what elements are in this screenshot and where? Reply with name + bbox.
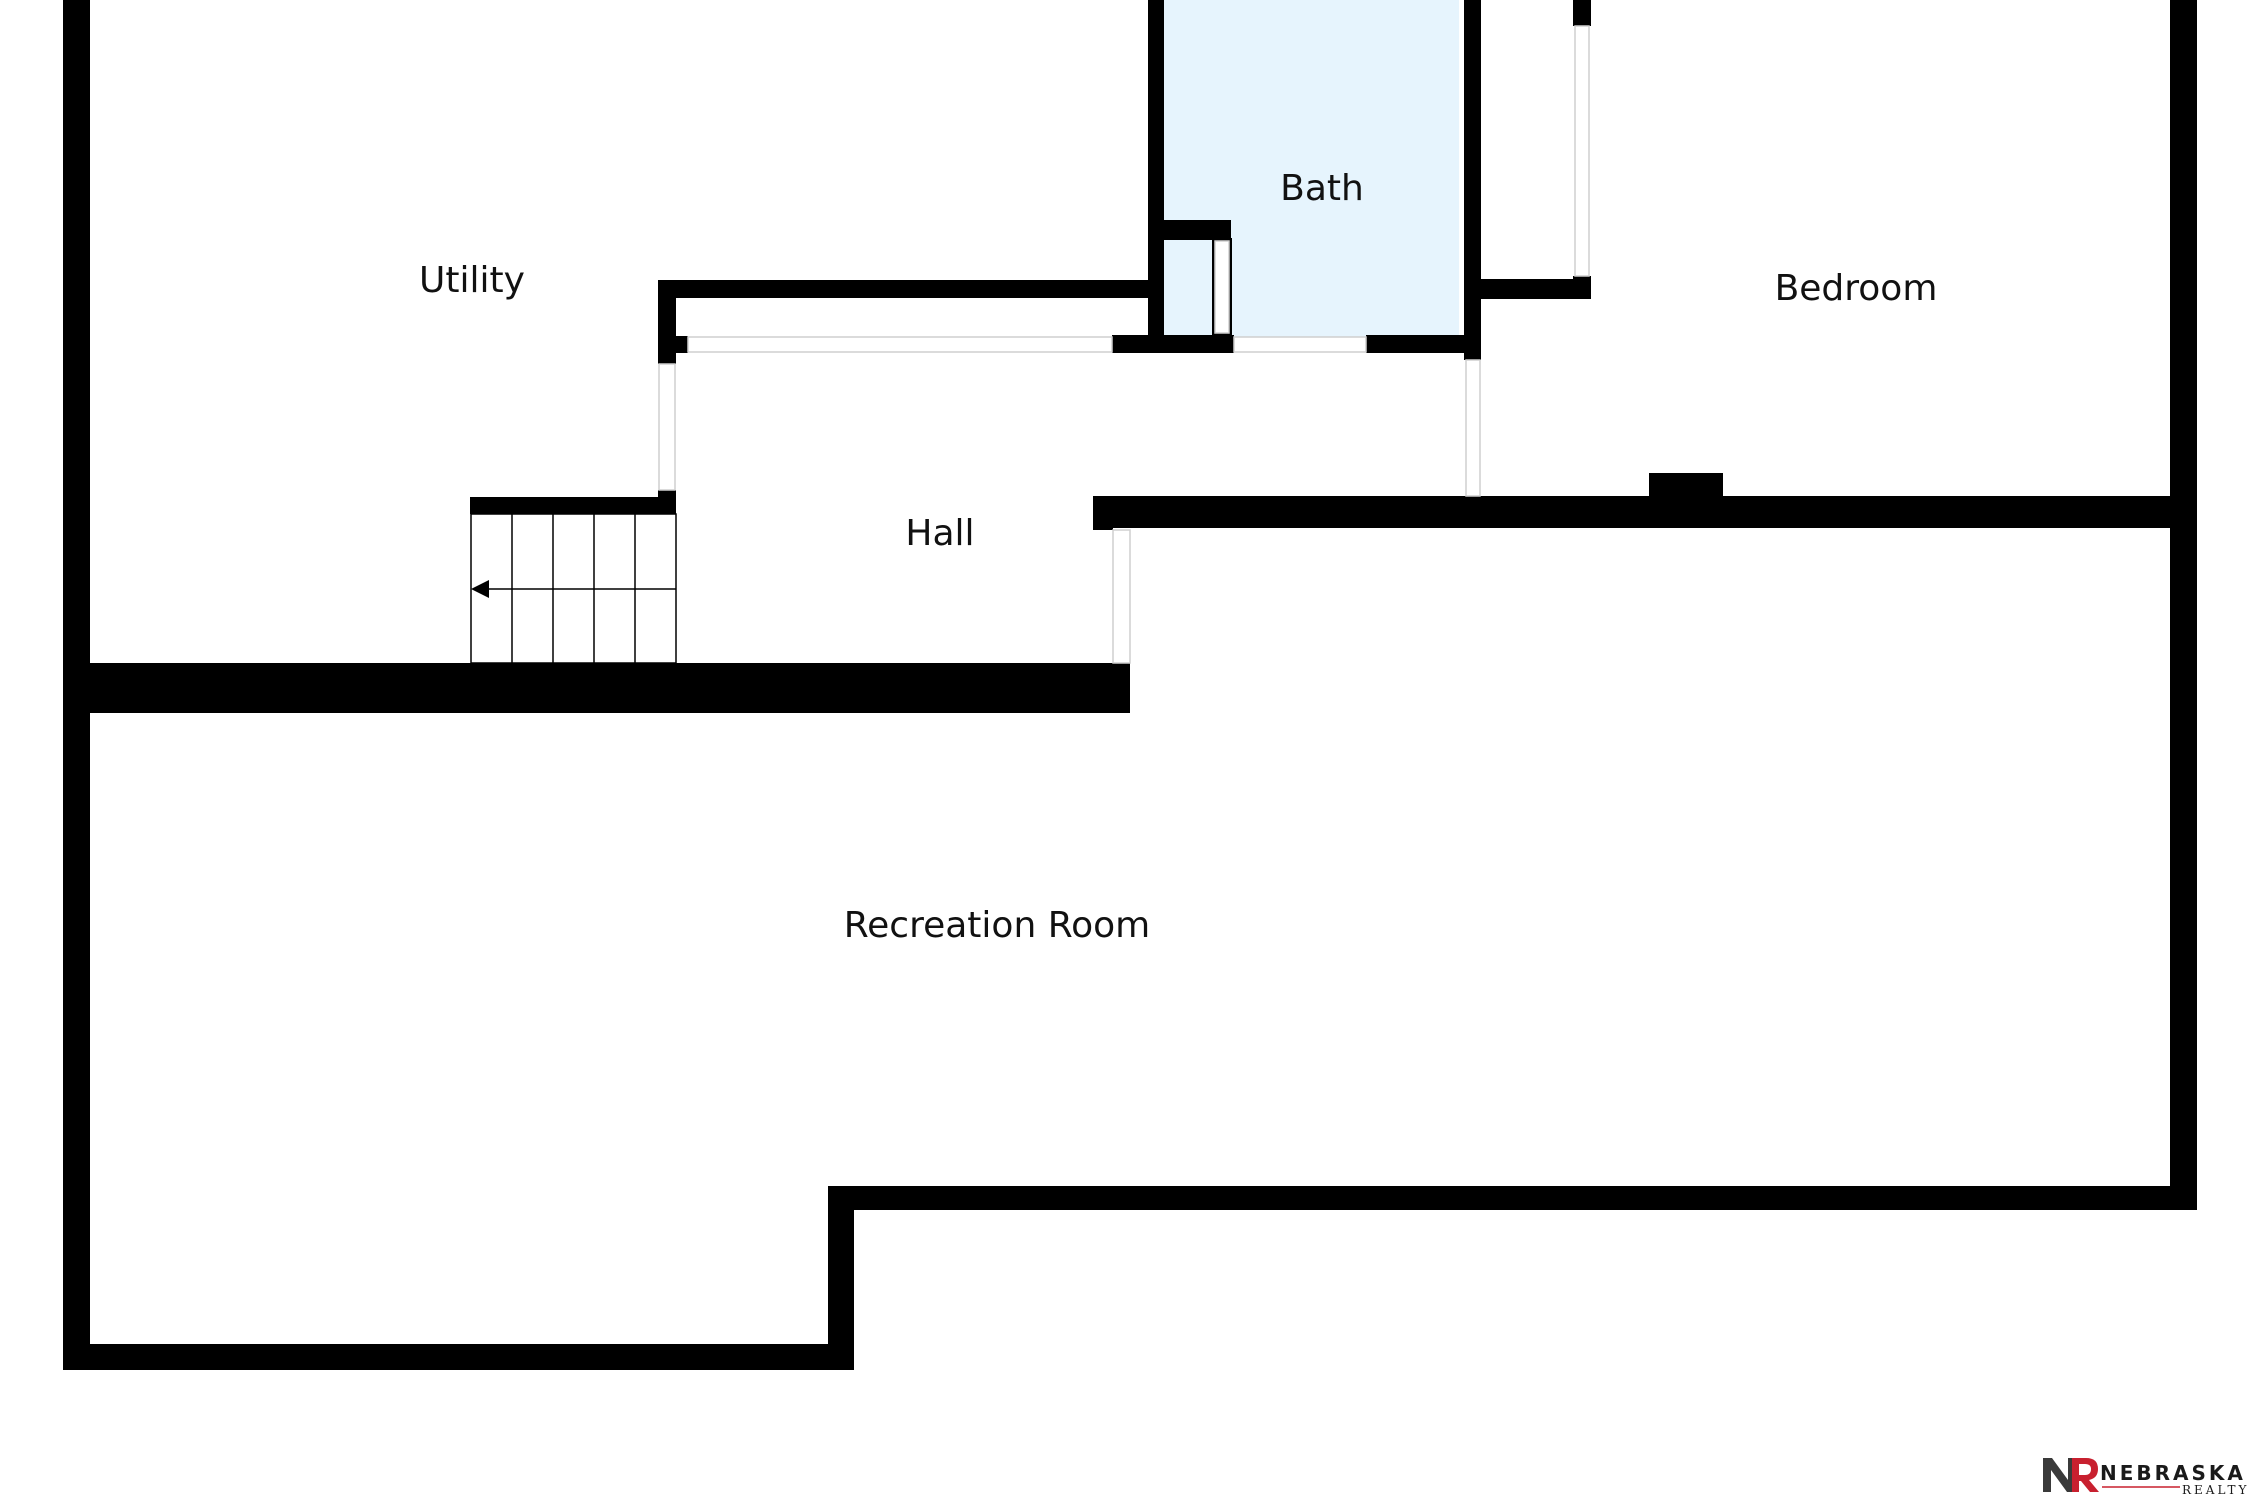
wall-hall-jamb bbox=[1093, 496, 1113, 530]
nebraska-realty-logo: NEBRASKA REALTY bbox=[2043, 1458, 2249, 1497]
wall-bump bbox=[1649, 473, 1723, 498]
opening-utility-hall-top bbox=[687, 336, 1113, 353]
logo-mark-r-icon bbox=[2072, 1458, 2099, 1492]
wall-bedroom-closet-top-post bbox=[1573, 0, 1591, 26]
openings bbox=[658, 25, 1590, 664]
wall-outer-left bbox=[63, 0, 90, 1370]
wall-bedroom-recreation bbox=[1093, 496, 2170, 528]
wall-outer-bottom-left bbox=[63, 1344, 854, 1370]
wall-utility-hall-jamb bbox=[658, 336, 688, 353]
wall-outer-right bbox=[2170, 0, 2197, 1210]
wall-bath-bottom-right bbox=[1366, 335, 1481, 353]
wall-bath-closet-top bbox=[1148, 220, 1231, 240]
wall-step-vertical bbox=[828, 1186, 854, 1370]
logo-name: NEBRASKA bbox=[2100, 1461, 2246, 1485]
opening-bath-bottom bbox=[1233, 336, 1367, 353]
opening-bath-closet bbox=[1214, 240, 1230, 334]
opening-hall-recreation bbox=[1112, 529, 1131, 664]
wall-outer-bottom-right bbox=[828, 1186, 2197, 1210]
room-label-utility: Utility bbox=[419, 260, 525, 301]
wall-bedroom-closet-bottom bbox=[1481, 279, 1591, 299]
opening-bedroom-closet bbox=[1574, 25, 1590, 277]
stair-arrow-icon bbox=[471, 580, 489, 598]
wall-bath-right bbox=[1464, 0, 1481, 360]
room-label-hall: Hall bbox=[905, 513, 974, 554]
wall-bath-bottom-left bbox=[1112, 335, 1234, 353]
wall-stair-top bbox=[470, 497, 676, 514]
room-label-recreation: Recreation Room bbox=[844, 905, 1150, 946]
room-label-bedroom: Bedroom bbox=[1775, 268, 1938, 309]
opening-utility-hall-side bbox=[658, 363, 676, 491]
wall-bedroom-closet-bottom-post bbox=[1573, 276, 1591, 299]
opening-hall-bedroom bbox=[1465, 359, 1481, 497]
wall-utility-recreation bbox=[90, 663, 1130, 713]
logo-mark-icon bbox=[2043, 1458, 2076, 1492]
wall-stair-post bbox=[658, 490, 676, 514]
logo-sub: REALTY bbox=[2182, 1483, 2249, 1497]
room-label-bath: Bath bbox=[1280, 168, 1364, 209]
wall-utility-hall-top bbox=[658, 280, 1158, 298]
stairs bbox=[470, 513, 677, 664]
bath-floor bbox=[1162, 0, 1459, 340]
wall-bath-left bbox=[1148, 0, 1164, 352]
walls bbox=[63, 0, 2197, 1370]
